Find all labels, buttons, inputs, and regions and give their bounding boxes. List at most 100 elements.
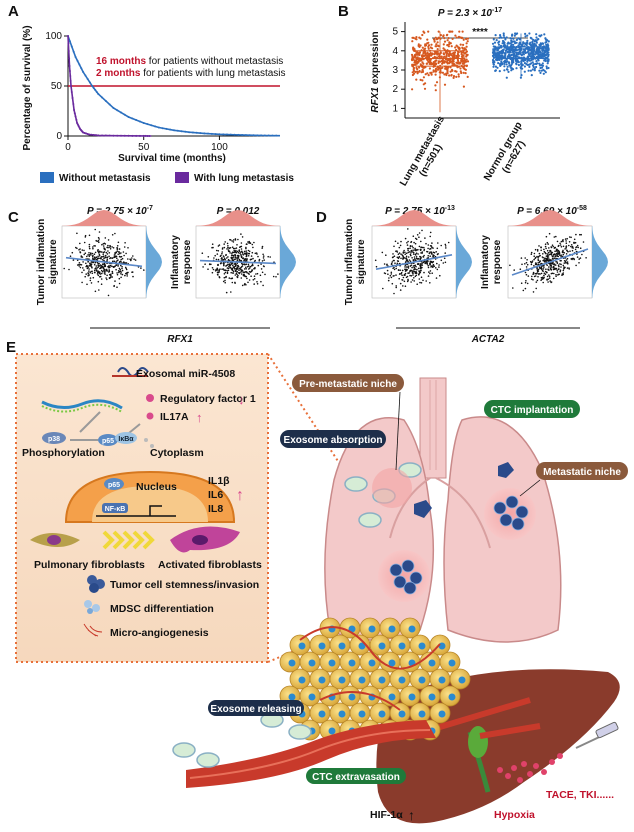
a-censor-mark bbox=[173, 129, 175, 132]
b-point bbox=[466, 75, 469, 78]
scatter-point bbox=[548, 253, 551, 256]
b-point bbox=[530, 74, 533, 77]
scatter-point bbox=[229, 252, 231, 254]
b-point bbox=[517, 60, 520, 64]
scatter-point bbox=[546, 249, 549, 252]
scatter-point bbox=[509, 264, 511, 267]
b-point bbox=[546, 60, 550, 63]
scatter-point bbox=[404, 266, 406, 268]
scatter-point bbox=[143, 269, 145, 271]
scatter-point bbox=[107, 294, 110, 297]
scatter-point bbox=[253, 241, 255, 244]
scatter-point bbox=[440, 259, 443, 262]
scatter-point bbox=[548, 247, 550, 249]
scatter-point bbox=[111, 276, 114, 278]
b-point bbox=[442, 43, 445, 46]
scatter-point bbox=[391, 282, 394, 285]
pre-metastatic-site-icon bbox=[372, 468, 412, 508]
b-point bbox=[499, 36, 502, 39]
scatter-point bbox=[121, 273, 124, 276]
scatter-point bbox=[109, 248, 112, 250]
scatter-point bbox=[537, 263, 540, 266]
scatter-point bbox=[407, 278, 409, 281]
scatter-point bbox=[419, 281, 421, 284]
scatter-point bbox=[420, 252, 422, 254]
scatter-point bbox=[88, 268, 90, 270]
b-point bbox=[505, 76, 508, 79]
b-point bbox=[465, 60, 468, 63]
b-point bbox=[455, 54, 458, 58]
tumor-cell-nucleus-icon bbox=[358, 710, 366, 718]
regression-line bbox=[65, 256, 143, 268]
b-point bbox=[532, 38, 535, 42]
scatter-point bbox=[108, 269, 110, 271]
a-censor-mark bbox=[69, 75, 72, 77]
scatter-point bbox=[82, 267, 84, 269]
scatter-point bbox=[401, 279, 403, 281]
scatter-point bbox=[560, 254, 562, 256]
scatter-point bbox=[533, 255, 535, 257]
b-point bbox=[465, 53, 468, 56]
scatter-point bbox=[78, 265, 80, 267]
b-point bbox=[454, 46, 457, 49]
scatter-point bbox=[555, 267, 558, 270]
scatter-point bbox=[395, 274, 397, 276]
c-gene: RFX1 bbox=[167, 334, 193, 345]
scatter-point bbox=[69, 255, 72, 257]
b-point bbox=[443, 48, 446, 51]
b-point bbox=[506, 47, 509, 50]
scatter-point bbox=[555, 252, 558, 255]
scatter-point bbox=[87, 261, 89, 263]
b-point bbox=[434, 59, 437, 63]
b-point bbox=[514, 58, 517, 61]
scatter-point bbox=[553, 263, 556, 265]
scatter-point bbox=[562, 264, 565, 267]
vessel-highlight-icon bbox=[189, 729, 431, 779]
scatter-point bbox=[571, 249, 574, 252]
scatter-point bbox=[560, 255, 562, 258]
scatter-point bbox=[412, 274, 414, 276]
scatter-point bbox=[554, 247, 556, 249]
scatter-point bbox=[436, 268, 439, 271]
a-censor-mark bbox=[142, 122, 145, 124]
scatter-point bbox=[412, 271, 414, 273]
scatter-point bbox=[123, 246, 126, 248]
b-point bbox=[522, 48, 526, 51]
scatter-point bbox=[81, 271, 83, 274]
b-point bbox=[459, 70, 462, 73]
a-censor-mark bbox=[116, 134, 119, 137]
b-point bbox=[437, 44, 440, 47]
scatter-point bbox=[89, 279, 92, 282]
scatter-point bbox=[563, 252, 566, 254]
panel-e: E Exosomal miR-4508 Regulatory factor bbox=[6, 339, 628, 824]
b-point bbox=[433, 38, 436, 41]
scatter-point bbox=[121, 257, 124, 260]
scatter-point bbox=[245, 253, 247, 255]
scatter-point bbox=[533, 258, 535, 261]
a-censor-mark bbox=[218, 133, 221, 136]
scatter-point bbox=[202, 266, 204, 268]
b-point bbox=[497, 62, 500, 65]
scatter-point bbox=[395, 285, 398, 287]
scatter-point bbox=[98, 238, 100, 240]
b-point bbox=[457, 73, 460, 76]
a-censor-mark bbox=[101, 96, 104, 99]
scatter-point bbox=[222, 258, 225, 261]
scatter-point bbox=[222, 280, 225, 283]
tumor-cluster-icon bbox=[87, 575, 105, 593]
scatter-point bbox=[579, 233, 581, 236]
b-point bbox=[443, 73, 446, 76]
scatter-point bbox=[224, 279, 226, 282]
scatter-point bbox=[520, 257, 523, 259]
scatter-point bbox=[247, 263, 250, 266]
scatter-point bbox=[411, 257, 413, 259]
b-point bbox=[412, 36, 415, 40]
b-point bbox=[462, 71, 465, 74]
scatter-point bbox=[83, 253, 85, 256]
pill-exosome-absorption bbox=[280, 430, 386, 448]
c-p1-exp: -7 bbox=[147, 205, 153, 212]
scatter-point bbox=[411, 279, 414, 281]
scatter-point bbox=[104, 254, 107, 257]
scatter-point bbox=[216, 273, 219, 276]
b-point bbox=[535, 41, 538, 44]
